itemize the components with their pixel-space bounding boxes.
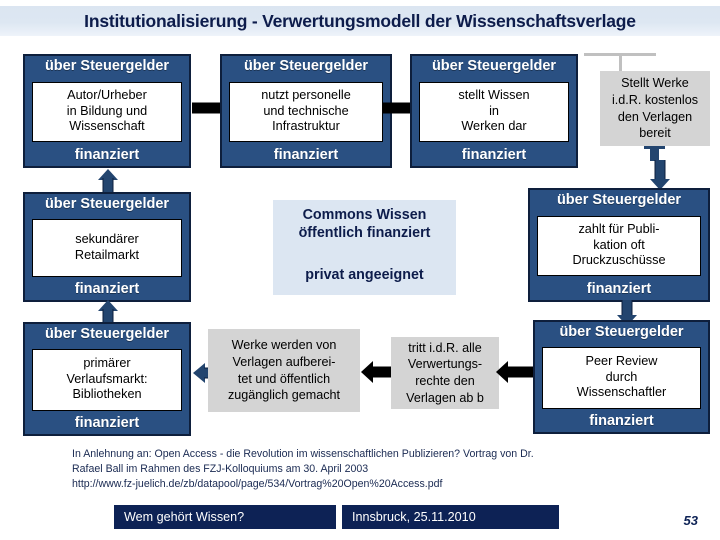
box-peer-review-caption-bottom: finanziert bbox=[589, 413, 654, 430]
box-publication-fees-caption-top: über Steuergelder bbox=[556, 192, 682, 208]
page-title: Institutionalisierung - Verwertungsmodel… bbox=[84, 10, 636, 31]
box-knowledge-caption-bottom: finanziert bbox=[461, 147, 527, 164]
footer-ribbon-right: Innsbruck, 25.11.2010 bbox=[342, 505, 559, 529]
source-note-line-1: In Anlehnung an: Open Access - die Revol… bbox=[72, 448, 534, 460]
box-secondary-market-caption-bottom: finanziert bbox=[74, 281, 140, 298]
arrow-provides-works-to-publication-fees-icon bbox=[648, 160, 672, 190]
source-note: In Anlehnung an: Open Access - die Revol… bbox=[72, 447, 672, 492]
stub-provides-works-down-icon bbox=[650, 147, 659, 161]
stub-provides-works-cap-icon bbox=[644, 146, 665, 149]
slide-title-bar: Institutionalisierung - Verwertungsmodel… bbox=[0, 6, 720, 36]
connector-knowledge-to-provides-works-icon bbox=[584, 53, 656, 77]
box-primary-market-caption-top: über Steuergelder bbox=[44, 326, 170, 342]
box-publication-fees-caption-bottom: finanziert bbox=[586, 281, 652, 298]
arrow-rights-transfer-to-works-prepared-icon bbox=[361, 360, 399, 384]
source-note-line-3: http://www.fz-juelich.de/zb/datapool/pag… bbox=[72, 478, 443, 491]
box-secondary-market-caption-top: über Steuergelder bbox=[44, 196, 170, 212]
box-knowledge-caption-top: über Steuergelder bbox=[431, 58, 557, 74]
box-author-caption-bottom: finanziert bbox=[74, 147, 140, 164]
box-publication-fees: über Steuergelder zahlt für Publi-kation… bbox=[528, 188, 710, 302]
box-infrastructure-caption-top: über Steuergelder bbox=[243, 58, 369, 74]
box-primary-market-caption-bottom: finanziert bbox=[74, 415, 140, 432]
arrow-secondary-market-up-icon bbox=[96, 169, 120, 195]
page-number: 53 bbox=[683, 513, 698, 528]
footer-ribbon-left: Wem gehört Wissen? bbox=[114, 505, 336, 529]
box-author-caption-top: über Steuergelder bbox=[44, 58, 170, 74]
box-infrastructure-caption-bottom: finanziert bbox=[273, 147, 339, 164]
box-peer-review-caption-top: über Steuergelder bbox=[559, 324, 684, 340]
commons-line-2: privat angeeignet bbox=[305, 267, 424, 284]
arrow-peer-review-to-rights-transfer-icon bbox=[496, 360, 536, 384]
arrow-primary-market-up-icon bbox=[96, 300, 120, 326]
source-note-line-2: Rafael Ball im Rahmen des FZJ-Kolloquium… bbox=[72, 463, 369, 476]
